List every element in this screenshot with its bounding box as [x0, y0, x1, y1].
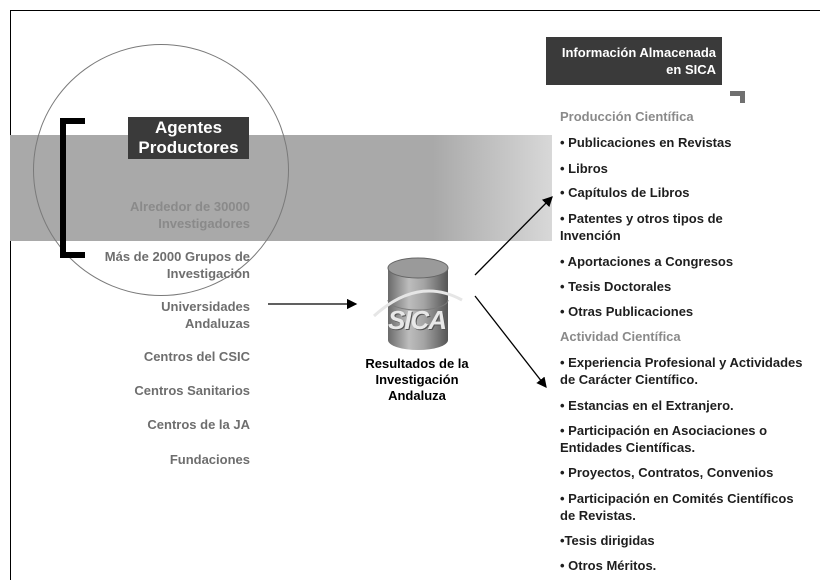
item-doctoral-theses: • Tesis Doctorales: [560, 278, 671, 295]
agent-csic-line1: Centros del CSIC: [143, 349, 250, 364]
item-other-publications-text: • Otras Publicaciones: [560, 304, 694, 319]
agent-researchers: Alrededor de 30000 Investigadores: [130, 198, 250, 232]
database-icon: [372, 257, 463, 350]
item-congress-contributions: • Aportaciones a Congresos: [560, 253, 733, 270]
item-stays-abroad: • Estancias en el Extranjero.: [560, 397, 734, 414]
research-results-label: Resultados de la Investigación Andaluza: [352, 356, 482, 404]
agents-circle: [33, 44, 289, 296]
item-patents-line1: • Patentes y otros tipos de: [560, 211, 723, 226]
item-book-chapters: • Capítulos de Libros: [560, 184, 690, 201]
agent-health-centers-line1: Centros Sanitarios: [134, 383, 250, 398]
research-results-line1: Resultados de la: [365, 356, 469, 371]
frame-top-line: [10, 10, 820, 11]
agent-universities-line2: Andaluzas: [184, 316, 250, 331]
agent-csic: Centros del CSIC: [144, 348, 250, 365]
item-supervised-theses-text: •Tesis dirigidas: [560, 533, 655, 548]
arrow-sica-to-production: [474, 196, 553, 276]
item-associations: • Participación en Asociaciones o Entida…: [560, 422, 767, 456]
agents-title-line2: Productores: [138, 138, 239, 157]
agent-universities-line1: Universidades: [161, 299, 250, 314]
agents-title-box: Agentes Productores: [128, 117, 249, 159]
stored-info-title-line2: en SICA: [666, 62, 716, 77]
item-book-chapters-text: • Capítulos de Libros: [560, 185, 690, 200]
agent-ja-centers: Centros de la JA: [147, 416, 250, 433]
corner-accent-vertical: [740, 91, 745, 103]
frame-left-line: [10, 10, 11, 580]
item-professional-experience-line1: • Experiencia Profesional y Actividades: [560, 355, 803, 370]
item-scientific-committees-line2: de Revistas.: [560, 508, 636, 523]
item-projects-contracts-text: • Proyectos, Contratos, Convenios: [560, 465, 774, 480]
item-stays-abroad-text: • Estancias en el Extranjero.: [560, 398, 734, 413]
category-production-title: Producción Científica: [560, 109, 694, 124]
stored-info-title-line1: Información Almacenada: [561, 45, 716, 60]
item-journal-publications: • Publicaciones en Revistas: [560, 134, 731, 151]
item-other-merits: • Otros Méritos.: [560, 557, 656, 574]
item-journal-publications-text: • Publicaciones en Revistas: [560, 135, 732, 150]
item-associations-line1: • Participación en Asociaciones o: [560, 423, 768, 438]
agents-title-line1: Agentes: [154, 118, 223, 137]
item-patents-line2: Invención: [560, 228, 621, 243]
sica-logo: SICA: [387, 305, 447, 335]
research-results-line2: Investigación: [375, 372, 459, 387]
agent-foundations: Fundaciones: [170, 451, 250, 468]
item-supervised-theses: •Tesis dirigidas: [560, 532, 655, 549]
corner-accent: [730, 91, 745, 96]
agent-research-groups: Más de 2000 Grupos de Investigación: [105, 248, 250, 282]
agent-researchers-line1: Alrededor de 30000: [130, 199, 250, 214]
item-scientific-committees-line1: • Participación en Comités Científicos: [560, 491, 794, 506]
item-projects-contracts: • Proyectos, Contratos, Convenios: [560, 464, 773, 481]
item-professional-experience: • Experiencia Profesional y Actividades …: [560, 354, 803, 388]
item-congress-contributions-text: • Aportaciones a Congresos: [560, 254, 734, 269]
item-other-merits-text: • Otros Méritos.: [560, 558, 657, 573]
agent-universities: Universidades Andaluzas: [161, 298, 250, 332]
agent-research-groups-line2: Investigación: [166, 266, 250, 281]
agent-research-groups-line1: Más de 2000 Grupos de: [104, 249, 250, 264]
agent-health-centers: Centros Sanitarios: [134, 382, 250, 399]
item-scientific-committees: • Participación en Comités Científicos d…: [560, 490, 794, 524]
item-other-publications: • Otras Publicaciones: [560, 303, 693, 320]
item-books: • Libros: [560, 160, 608, 177]
agent-ja-centers-line1: Centros de la JA: [147, 417, 250, 432]
item-professional-experience-line2: de Carácter Científico.: [560, 372, 698, 387]
arrow-sica-to-activity: [474, 295, 547, 389]
item-patents: • Patentes y otros tipos de Invención: [560, 210, 723, 244]
stored-info-title-box: Información Almacenada en SICA: [546, 37, 722, 85]
item-books-text: • Libros: [560, 161, 608, 176]
research-results-line3: Andaluza: [388, 388, 446, 403]
item-doctoral-theses-text: • Tesis Doctorales: [560, 279, 672, 294]
agent-foundations-line1: Fundaciones: [169, 452, 250, 467]
item-associations-line2: Entidades Científicas.: [560, 440, 696, 455]
category-activity-title: Actividad Científica: [560, 329, 681, 344]
agent-researchers-line2: Investigadores: [158, 216, 250, 231]
